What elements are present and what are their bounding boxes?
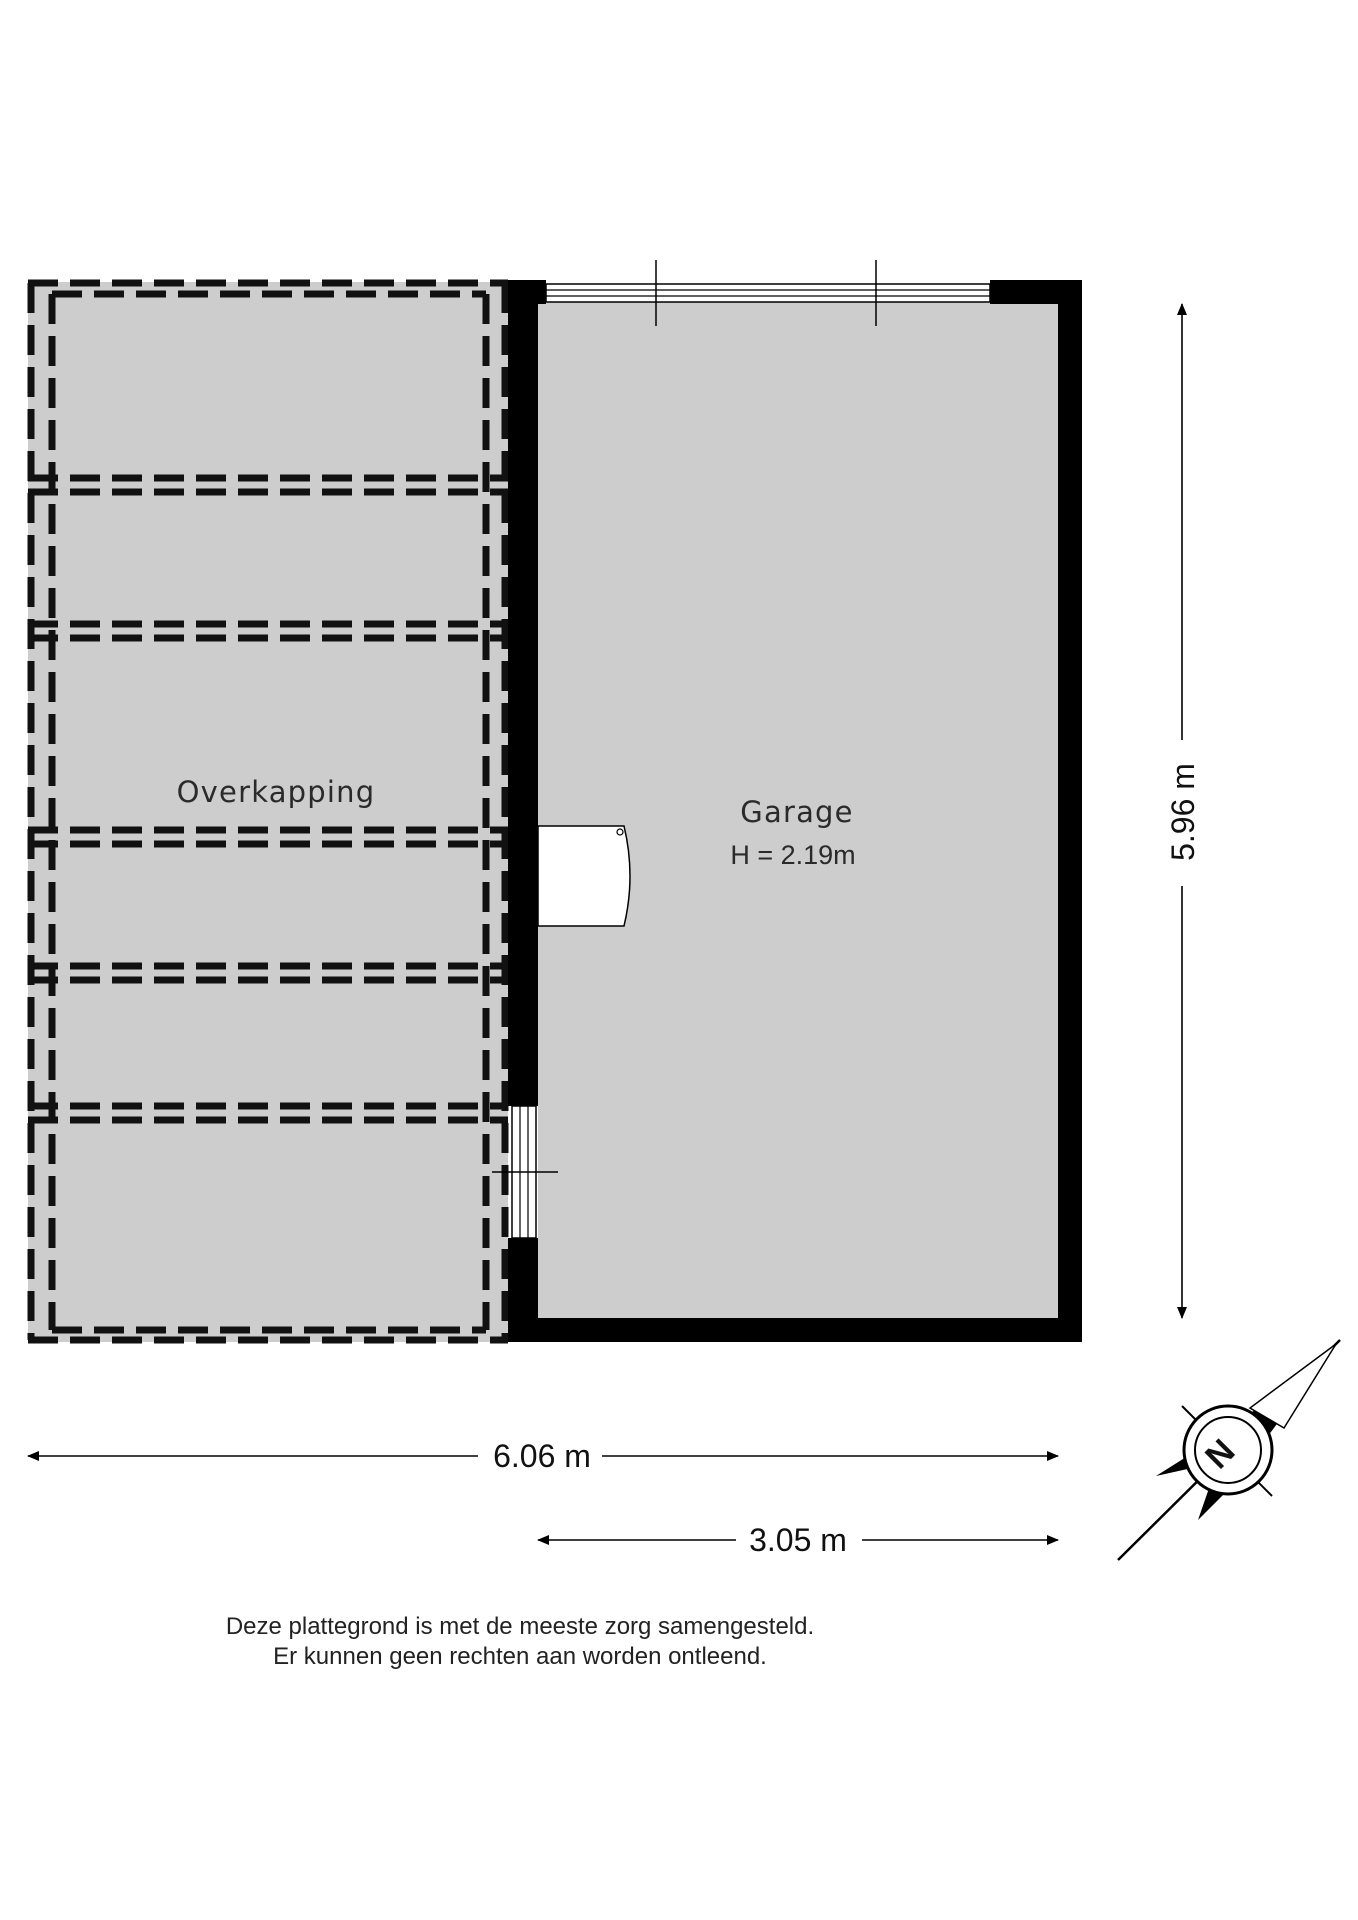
garage-walls [508,280,1082,1342]
overkapping-beams [28,474,508,1124]
garage-wall-top-left [508,280,546,304]
disclaimer: Deze plattegrond is met de meeste zorg s… [0,1612,1040,1672]
garage-cabinet [537,825,631,927]
garage-floor [538,302,1060,1322]
total-width-label: 6.06 m [493,1438,591,1474]
overkapping-outline [27,279,509,1344]
garage-width-label: 3.05 m [749,1522,847,1558]
overkapping-area: Overkapping [27,279,509,1344]
garage-door [545,260,991,326]
garage-room: Garage H = 2.19m [492,260,1082,1342]
garage-label: Garage [740,795,853,829]
garage-height-label: H = 2.19m [730,840,855,870]
disclaimer-line-2: Er kunnen geen rechten aan worden ontlee… [273,1643,767,1670]
garage-wall-left-inner [530,304,538,1106]
garage-wall-bottom [508,1318,1082,1342]
disclaimer-line-1: Deze plattegrond is met de meeste zorg s… [225,1613,815,1640]
garage-side-door [492,1105,558,1239]
garage-wall-right [1058,280,1082,1342]
overkapping-inner-outline [48,290,490,1334]
north-compass-icon: N [1117,1339,1341,1561]
garage-depth-label: 5.96 m [1165,763,1201,861]
overkapping-floor [28,282,508,1342]
garage-wall-left-upper [508,280,530,1106]
overkapping-label: Overkapping [177,775,376,809]
